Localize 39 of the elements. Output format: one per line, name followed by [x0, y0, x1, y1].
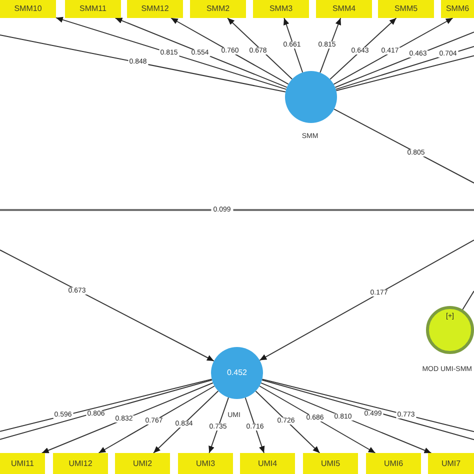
indicator-box: UMI7	[428, 453, 474, 474]
connector-line	[336, 55, 474, 92]
arrow	[255, 390, 320, 454]
indicator-box: SMM4	[316, 0, 372, 18]
indicator-box: SMM2	[190, 0, 246, 18]
indicator-box: UMI3	[178, 453, 233, 474]
arrow	[260, 382, 432, 454]
arrow	[244, 397, 265, 454]
connector-line	[0, 34, 286, 92]
arrow	[283, 18, 304, 73]
arrow	[170, 18, 289, 85]
arrow	[227, 18, 293, 80]
arrow	[320, 18, 342, 74]
indicator-box: UMI2	[115, 453, 170, 474]
arrow	[153, 390, 219, 454]
arrow	[259, 386, 376, 454]
arrow	[333, 18, 454, 85]
indicator-box: SMM6	[441, 0, 474, 18]
indicator-box: SMM11	[65, 0, 121, 18]
indicator-box: SMM12	[127, 0, 183, 18]
arrow	[56, 16, 287, 90]
indicator-box: UMI6	[366, 453, 421, 474]
arrow	[114, 18, 288, 88]
connector-line	[335, 46, 474, 90]
indicator-box: UMI4	[240, 453, 295, 474]
arrow	[0, 250, 214, 362]
indicator-box: SMM10	[0, 0, 56, 18]
arrow	[41, 382, 214, 454]
indicator-box: UMI11	[0, 453, 45, 474]
connector-line	[334, 108, 474, 184]
indicator-box: UMI5	[303, 453, 358, 474]
arrow	[98, 386, 215, 454]
indicator-box: SMM5	[378, 0, 434, 18]
indicator-box: SMM3	[253, 0, 309, 18]
indicator-box: UMI12	[53, 453, 108, 474]
arrow	[208, 397, 229, 454]
connector-line	[334, 32, 474, 88]
arrow	[330, 18, 397, 80]
arrow	[259, 240, 474, 361]
